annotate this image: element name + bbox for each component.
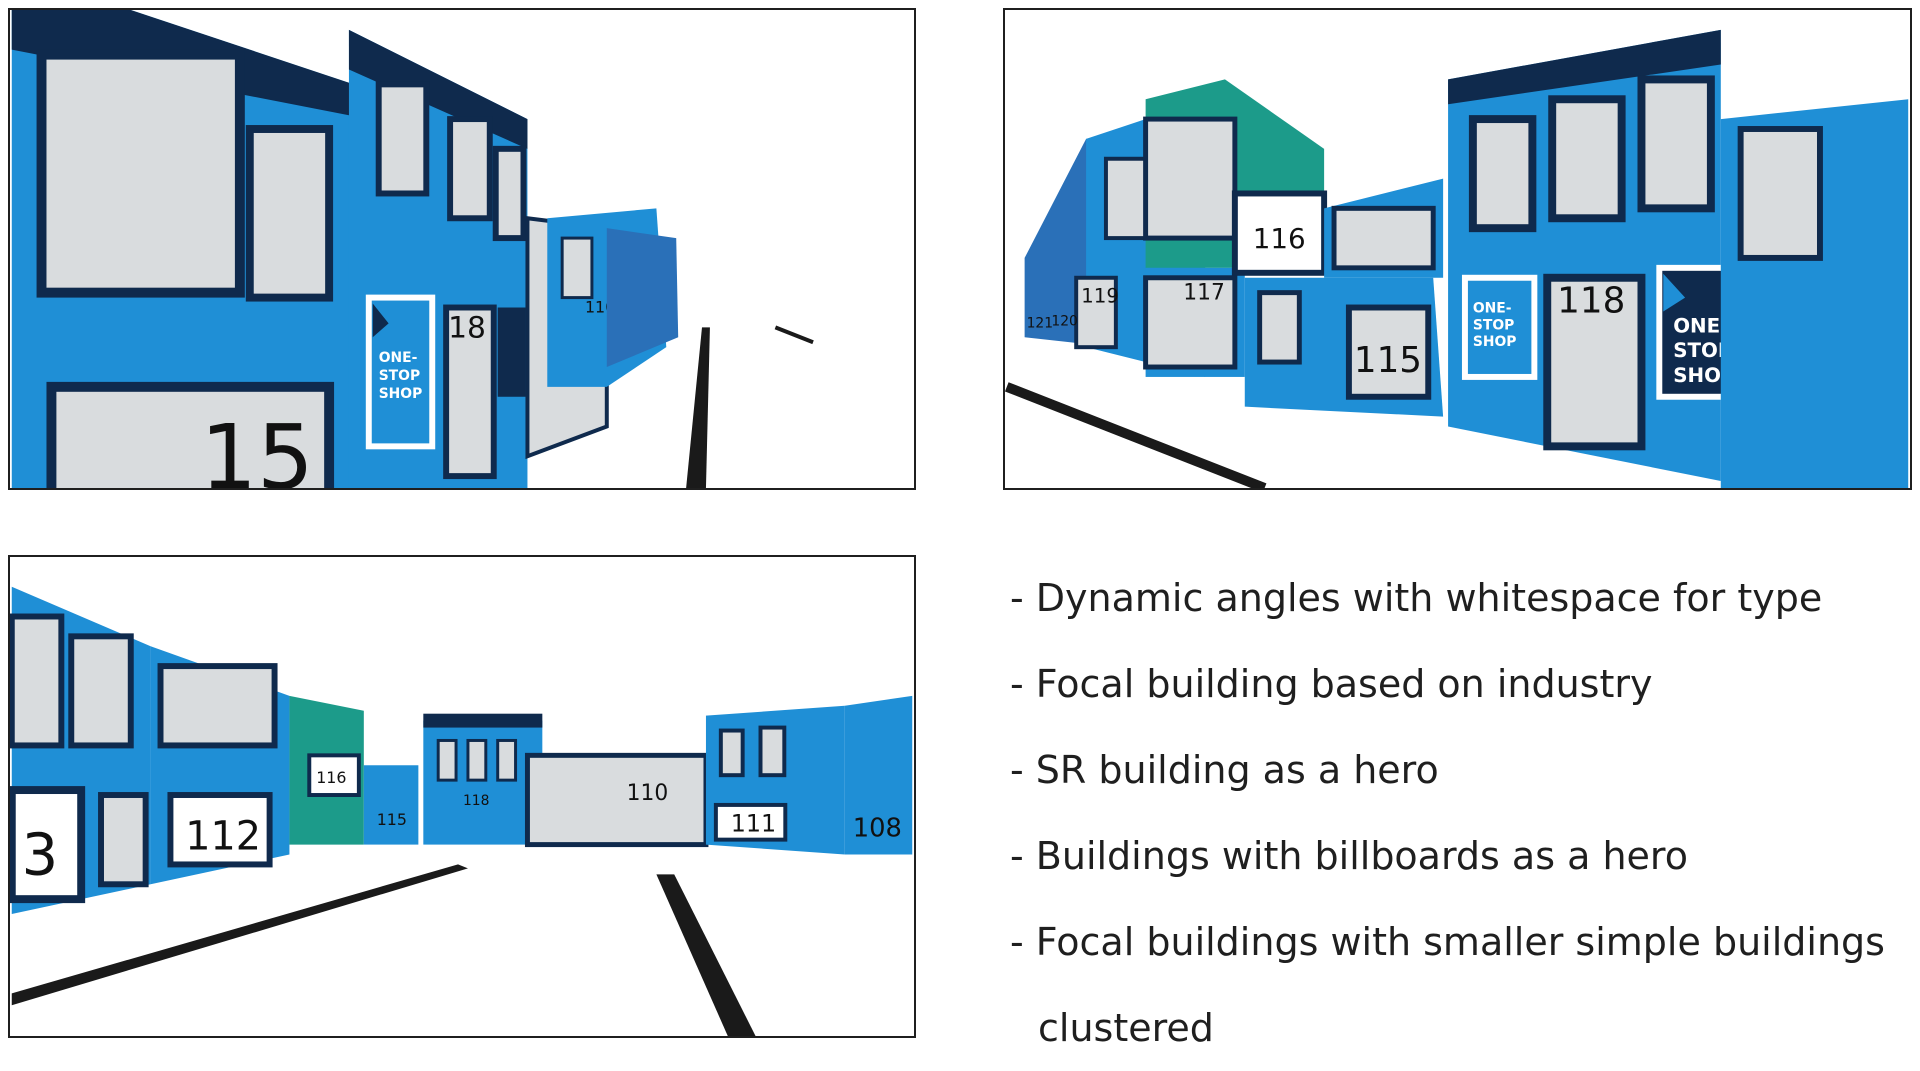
window	[1257, 290, 1302, 365]
door	[443, 304, 497, 480]
number-window	[167, 792, 273, 868]
note-item: - Focal building based on industry	[1010, 662, 1653, 706]
focal-window	[447, 116, 493, 222]
building-number: 117	[1183, 281, 1225, 306]
window	[466, 738, 488, 782]
focal-cornice	[1448, 29, 1721, 105]
window	[98, 792, 149, 888]
note-item: - Dynamic angles with whitespace for typ…	[1010, 576, 1823, 620]
sign-line-1: ONE-	[1673, 314, 1728, 337]
window	[1737, 126, 1823, 261]
note-continuation: clustered	[1038, 1006, 1214, 1050]
building-number: 110	[627, 781, 669, 806]
sign-line-3: SHOP	[1473, 334, 1517, 350]
flag-icon	[372, 303, 389, 338]
large-window	[36, 49, 245, 298]
window	[1143, 116, 1238, 241]
road-line	[656, 874, 756, 1036]
storyboard-panel-wide: 3 112 116 115 118 110 111 108	[8, 555, 916, 1038]
billboard-number: 116	[316, 768, 346, 787]
street-row-illustration: 119 121 120 117 116 115 ONE- STOP SHOP 1…	[1005, 29, 1909, 488]
number-window	[713, 802, 788, 842]
sign-line-2: STOP	[1473, 317, 1514, 333]
storyboard-panel-row: 119 121 120 117 116 115 ONE- STOP SHOP 1…	[1003, 8, 1912, 490]
one-stop-shop-sign	[365, 294, 436, 450]
note-item: - SR building as a hero	[1010, 748, 1439, 792]
focal-window	[375, 81, 430, 197]
building-number: 120	[1051, 313, 1077, 329]
note-item: - Buildings with billboards as a hero	[1010, 834, 1688, 878]
small-sign	[497, 307, 526, 397]
wide-street-illustration: 3 112 116 115 118 110 111 108	[10, 586, 913, 1036]
focal-cornice	[423, 713, 543, 728]
distant-building	[606, 228, 679, 368]
flag-icon	[1663, 273, 1686, 312]
road-line	[686, 327, 710, 488]
road-line	[11, 864, 468, 1006]
street-angle-illustration: 15 ONE- STOP SHOP 18 110	[11, 10, 814, 488]
window	[157, 663, 278, 749]
sign-line-3: SHOP	[379, 386, 423, 402]
focal-window	[1468, 115, 1537, 233]
side-window	[245, 125, 334, 302]
building-108	[844, 695, 913, 855]
sign-line-2: STOP	[1673, 339, 1732, 362]
one-stop-shop-sign-small	[1461, 274, 1538, 380]
door-number: 118	[1557, 280, 1625, 321]
building-110	[524, 752, 709, 848]
building-number: 108	[853, 814, 902, 844]
building-number: 119	[1081, 285, 1119, 308]
sign-line-1: ONE-	[1473, 300, 1512, 316]
building-number: 3	[22, 821, 59, 888]
storyboard-panel-angle: 15 ONE- STOP SHOP 18 110	[8, 8, 916, 490]
window	[1074, 275, 1118, 350]
building-number: 115	[1354, 340, 1422, 381]
door-number: 18	[448, 310, 486, 345]
note-item: - Focal buildings with smaller simple bu…	[1010, 920, 1885, 964]
door	[1543, 273, 1646, 451]
building-number: 111	[731, 810, 776, 838]
number-window	[10, 786, 86, 904]
building-number: 118	[463, 793, 489, 809]
window	[436, 738, 458, 782]
window	[1331, 205, 1436, 271]
window	[10, 613, 65, 749]
sign-line-2: STOP	[379, 368, 420, 384]
billboard-number: 116	[1253, 222, 1306, 255]
small-building	[363, 765, 419, 845]
window	[496, 738, 518, 782]
window	[1143, 275, 1238, 370]
window	[68, 633, 134, 749]
road-line	[1005, 382, 1267, 488]
billboard	[307, 753, 361, 797]
road-line	[774, 325, 814, 345]
focal-window	[1637, 75, 1715, 213]
focal-window	[492, 145, 527, 242]
window	[718, 728, 745, 778]
sign-line-1: ONE-	[379, 350, 418, 366]
building-number: 121	[1027, 315, 1053, 331]
storyboard-notes: - Dynamic angles with whitespace for typ…	[1010, 555, 1910, 1071]
distant-window	[560, 236, 594, 300]
sign-line-3: SHOP	[1673, 364, 1735, 387]
window	[1345, 304, 1432, 400]
focal-window	[1548, 95, 1626, 223]
building-number: 115	[377, 810, 407, 829]
window	[758, 725, 787, 778]
building-number-partial: 15	[200, 406, 314, 488]
lower-window	[46, 381, 335, 488]
building-number: 112	[185, 814, 261, 860]
